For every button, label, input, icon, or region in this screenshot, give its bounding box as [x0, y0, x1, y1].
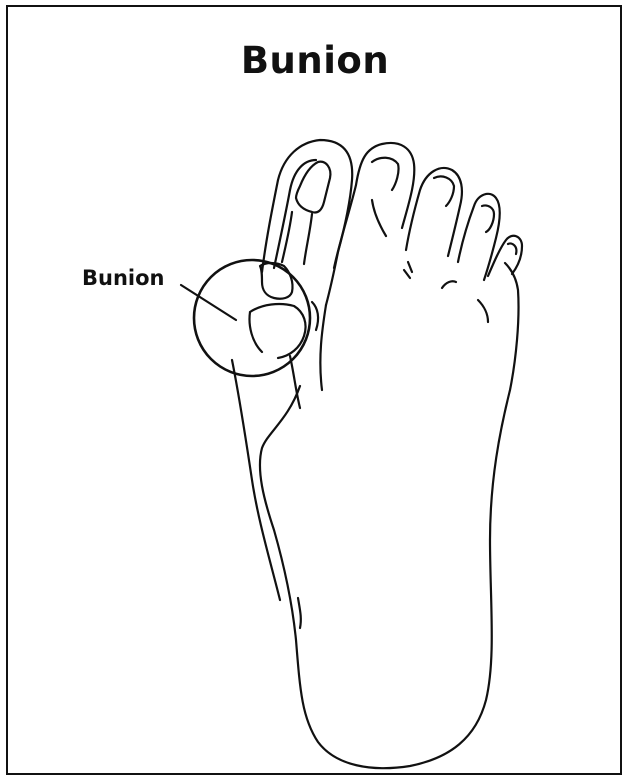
fifth-toe-nail: [508, 243, 516, 254]
interdigital-line: [320, 305, 326, 390]
bunion-highlight-circle: [194, 260, 310, 376]
big-toe-inner-edge: [274, 160, 316, 268]
fourth-toe-outline: [458, 194, 500, 280]
foot-medial-edge: [232, 360, 280, 600]
foot-outline: [260, 263, 519, 768]
second-toe-nail: [372, 158, 399, 190]
bunion-bump: [312, 302, 318, 330]
toe-crease-3: [478, 300, 488, 322]
arch-line: [298, 598, 301, 628]
callout-leader-line: [181, 285, 236, 320]
metatarsal-head: [250, 304, 306, 358]
metatarsal-joint: [260, 263, 293, 299]
big-toe-distal-bone: [296, 162, 330, 213]
second-toe-crease: [372, 200, 386, 236]
toe-crease-2: [442, 281, 456, 288]
fifth-toe-outline: [488, 236, 522, 276]
big-toe-proximal-bone: [282, 212, 312, 264]
toe-crease-1: [404, 262, 412, 278]
third-toe-nail: [434, 176, 454, 206]
big-toe-outline: [262, 140, 352, 305]
fourth-toe-nail: [482, 205, 494, 232]
